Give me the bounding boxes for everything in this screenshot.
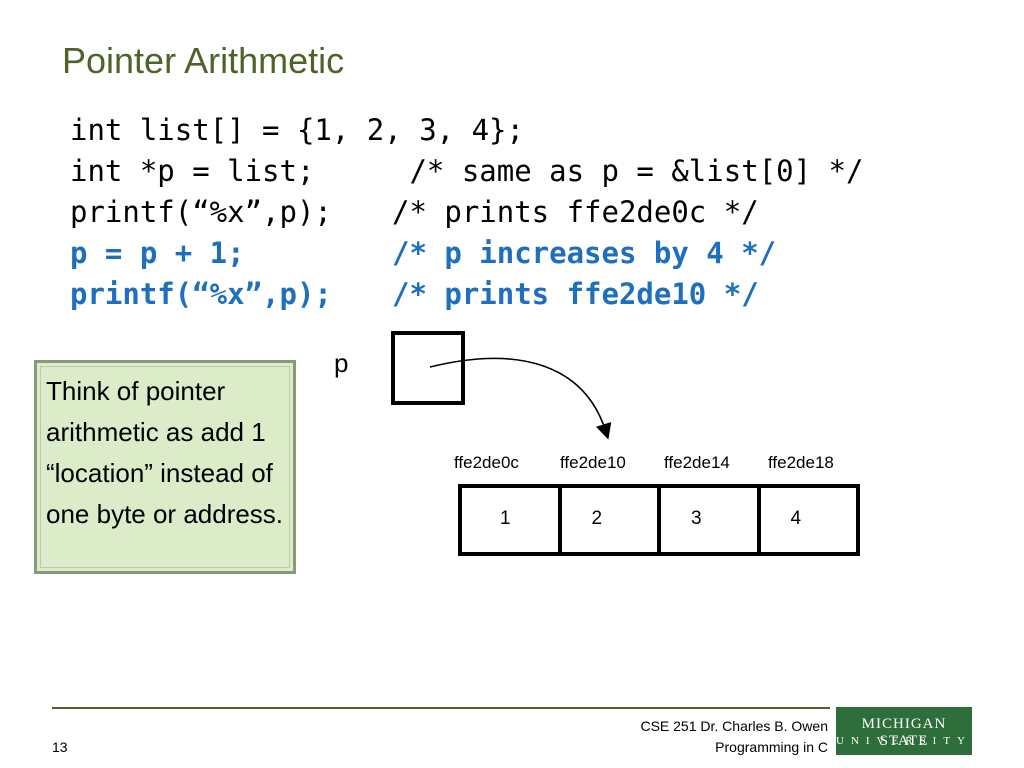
cell-value: 3 bbox=[691, 508, 702, 529]
note-text: Think of pointer arithmetic as add 1 “lo… bbox=[46, 376, 284, 529]
address-label-1: ffe2de10 bbox=[560, 453, 626, 472]
code-line-3: printf(“%x”,p); /* prints ffe2de0c */ bbox=[70, 192, 863, 233]
code-line-5: printf(“%x”,p); /* prints ffe2de10 */ bbox=[70, 274, 863, 315]
note-box: Think of pointer arithmetic as add 1 “lo… bbox=[34, 360, 296, 574]
pointer-box bbox=[391, 331, 465, 405]
slide-title: Pointer Arithmetic bbox=[62, 40, 345, 81]
memory-cell: 4 bbox=[761, 488, 857, 552]
pointer-label: p bbox=[334, 348, 349, 378]
memory-cell: 1 bbox=[462, 488, 562, 552]
page-number: 13 bbox=[52, 739, 68, 755]
code-line-1: int list[] = {1, 2, 3, 4}; bbox=[70, 110, 863, 151]
cell-value: 1 bbox=[500, 508, 511, 529]
university-logo: MICHIGAN STATE UNIVERSITY bbox=[836, 707, 972, 755]
code-text: int *p = list; bbox=[70, 154, 315, 188]
code-line-2: int *p = list; /* same as p = &list[0] *… bbox=[70, 151, 863, 192]
footer-subject: Programming in C bbox=[715, 739, 828, 755]
cell-value: 4 bbox=[790, 508, 802, 529]
logo-line-1: MICHIGAN STATE bbox=[861, 716, 947, 749]
memory-array: 1 2 3 4 bbox=[458, 484, 860, 556]
address-label-2: ffe2de14 bbox=[664, 453, 730, 472]
code-comment: /* same as p = &list[0] */ bbox=[392, 154, 864, 188]
code-comment: /* prints ffe2de10 */ bbox=[392, 277, 759, 311]
code-comment: /* prints ffe2de0c */ bbox=[392, 195, 759, 229]
footer-course: CSE 251 Dr. Charles B. Owen bbox=[640, 718, 828, 734]
code-line-4: p = p + 1; /* p increases by 4 */ bbox=[70, 233, 863, 274]
code-text: printf(“%x”,p); bbox=[70, 195, 332, 229]
address-label-0: ffe2de0c bbox=[454, 453, 519, 472]
address-label-3: ffe2de18 bbox=[768, 453, 834, 472]
memory-cell: 3 bbox=[661, 488, 761, 552]
footer-caption: CSE 251 Dr. Charles B. Owen Programming … bbox=[640, 716, 828, 758]
footer-divider bbox=[52, 707, 830, 709]
code-text: printf(“%x”,p); bbox=[70, 277, 332, 311]
code-comment: /* p increases by 4 */ bbox=[392, 236, 777, 270]
logo-line-2: UNIVERSITY bbox=[836, 735, 972, 747]
code-text: p = p + 1; bbox=[70, 236, 245, 270]
cell-value: 2 bbox=[591, 508, 603, 529]
memory-cell: 2 bbox=[562, 488, 661, 552]
code-text: int list[] = {1, 2, 3, 4}; bbox=[70, 113, 524, 147]
code-block: int list[] = {1, 2, 3, 4}; int *p = list… bbox=[70, 110, 863, 315]
